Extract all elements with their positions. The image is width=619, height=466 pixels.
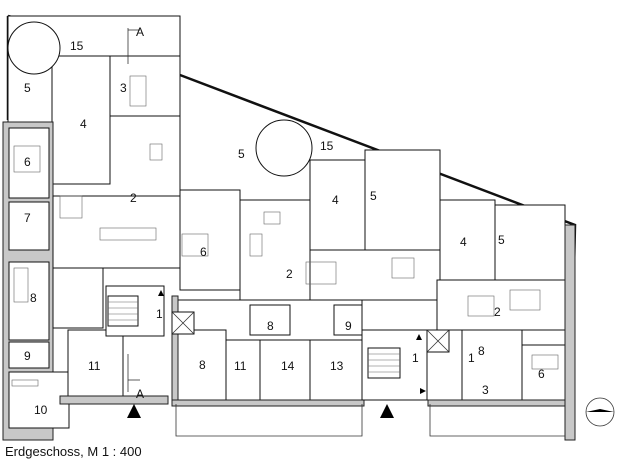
room-label: 2 (494, 305, 501, 319)
north-arrow (585, 397, 615, 427)
room-label: 14 (281, 359, 295, 373)
room-label: 1 (412, 351, 419, 365)
furniture (11, 75, 559, 387)
entrance-marker (380, 404, 394, 418)
section-line (127, 28, 140, 392)
room-label: 10 (34, 403, 48, 417)
room-label: 13 (330, 359, 344, 373)
terrace-outline (175, 404, 363, 437)
room-label: 1 (468, 351, 475, 365)
room-label: 4 (80, 117, 87, 131)
room-label: 15 (70, 39, 84, 53)
terrace-outline (429, 404, 565, 437)
room-label: 11 (88, 359, 101, 373)
room-label: 8 (199, 358, 206, 372)
arrow-marker (416, 334, 422, 340)
room-label: 1 (156, 307, 163, 321)
room-label: 6 (24, 155, 31, 169)
room-label: 2 (286, 267, 293, 281)
room-label: 4 (332, 193, 339, 207)
entrance-marker (127, 404, 141, 418)
room-label: 5 (370, 189, 377, 203)
room-label: 5 (498, 233, 505, 247)
room-label: 8 (267, 319, 274, 333)
tree-marker (255, 119, 313, 177)
house-middle (171, 159, 441, 407)
room-label: 9 (345, 319, 352, 333)
room-label: 7 (24, 211, 31, 225)
room-label: 15 (320, 139, 334, 153)
room-label: 8 (478, 344, 485, 358)
section-label-top: A (136, 25, 144, 39)
room-label: 6 (538, 367, 545, 381)
arrow-marker (158, 290, 164, 296)
section-label-bottom: A (136, 387, 144, 401)
room-label: 2 (130, 191, 137, 205)
room-label: 9 (24, 349, 31, 363)
room-label: 11 (234, 359, 247, 373)
room-label: 4 (460, 235, 467, 249)
room-label: 8 (30, 291, 37, 305)
room-label: 3 (482, 383, 489, 397)
tree-marker (7, 21, 61, 75)
room-label: 3 (120, 81, 127, 95)
staircase (107, 295, 401, 379)
plan-caption: Erdgeschoss, M 1 : 400 (5, 444, 142, 459)
arrow-marker (420, 388, 426, 394)
room-label: 5 (24, 81, 31, 95)
room-label: 6 (200, 245, 207, 259)
room-label: 5 (238, 147, 245, 161)
